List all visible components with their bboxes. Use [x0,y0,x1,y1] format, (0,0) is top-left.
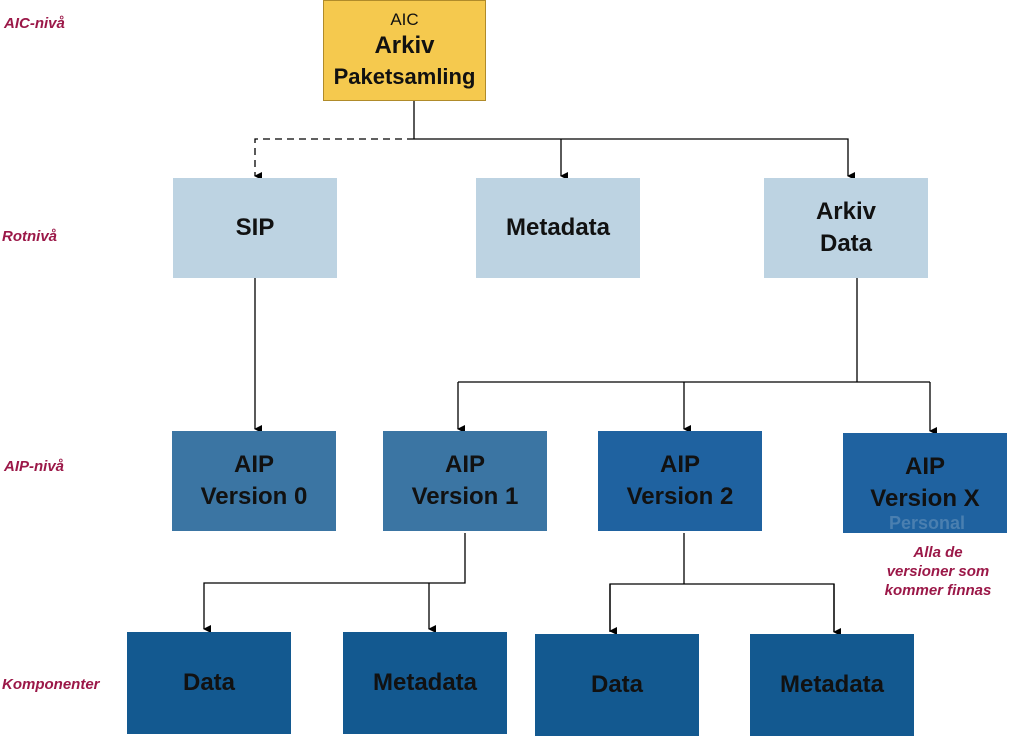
aic-box-label: AIC [390,9,419,29]
aip-box-version: Version X [870,485,980,512]
archive-data-line2: Data [819,230,873,257]
component-label: Data [590,671,644,698]
aip-version-0-box: AIP Version 0 [172,431,336,531]
aic-to-archive-line [414,138,855,180]
aip-box-version: Version 0 [200,483,308,510]
component-label: Data [182,669,236,696]
component-data-box-2: Data [535,634,699,736]
personal-watermark: Personal [889,513,966,533]
level-label-aic: AIC-nivå [4,15,65,32]
aip-box-title: AIP [659,451,700,478]
aip-box-title: AIP [233,451,274,478]
aip-version-1-box: AIP Version 1 [383,431,547,531]
component-label: Metadata [372,669,478,696]
versions-note: Alla de versioner som kommer finnas [858,543,1018,600]
level-label-components: Komponenter [2,676,100,693]
aic-box: AIC Arkiv Paketsamling [323,0,486,101]
aic-box-line2: Paketsamling [333,63,476,89]
aip2-branch-line [609,583,835,632]
aip-box-version: Version 2 [626,483,734,510]
component-metadata-box-1: Metadata [343,632,507,734]
component-data-box-1: Data [127,632,291,734]
aip-version-x-box: AIP Version X [843,433,1007,533]
versions-note-line2: versioner som [886,563,990,580]
level-label-aip: AIP-nivå [4,458,65,475]
versions-note-line3: kommer finnas [884,582,992,599]
component-metadata-box-2: Metadata [750,634,914,736]
aip-version-2-box: AIP Version 2 [598,431,762,531]
aip-box-title: AIP [444,451,485,478]
archive-data-box: Arkiv Data [764,178,928,278]
archive-data-line1: Arkiv [815,198,877,225]
aip-box-title: AIP [904,453,945,480]
aip-box-version: Version 1 [411,483,519,510]
root-metadata-label: Metadata [505,214,611,241]
root-metadata-box: Metadata [476,178,640,278]
aip1-to-data-line [203,533,466,633]
level-label-root: Rotnivå [2,228,58,245]
versions-note-line1: Alla de [913,544,963,561]
sip-box: SIP [173,178,337,278]
component-label: Metadata [779,671,885,698]
sip-box-label: SIP [235,214,275,241]
aic-to-sip-dashed-line [254,138,414,180]
aic-box-line1: Arkiv [374,31,435,59]
